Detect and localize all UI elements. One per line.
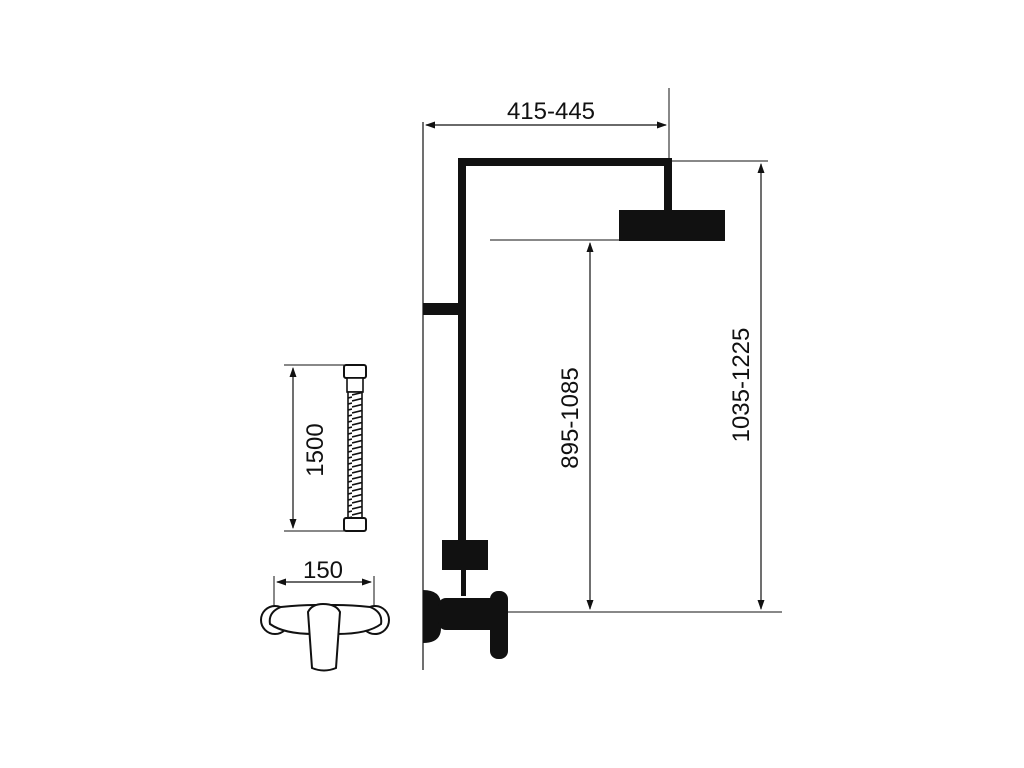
shower-column — [422, 122, 725, 670]
hose-top-ferrule — [346, 377, 364, 393]
lever-handle — [306, 602, 342, 672]
arm-reach-label: 415-445 — [507, 98, 595, 125]
hose-top-nut — [343, 364, 367, 379]
shower-arm — [458, 158, 672, 166]
head-height-label: 895-1085 — [557, 367, 584, 468]
arm-reach-dimension: 415-445 — [425, 88, 670, 158]
mixer-spacing-label: 150 — [303, 557, 343, 584]
head-height-dimension: 895-1085 — [490, 239, 619, 610]
mixer-flange — [423, 590, 441, 643]
rain-shower-head — [619, 210, 725, 241]
diverter-block — [442, 540, 488, 570]
mixer-handle — [490, 591, 508, 659]
total-height-label: 1035-1225 — [728, 328, 755, 443]
mixer-body — [438, 598, 500, 630]
wall-mixer — [423, 590, 508, 659]
hose-length-label: 1500 — [302, 423, 329, 476]
arm-drop — [664, 158, 672, 212]
wall-bracket — [423, 303, 466, 315]
mixer-top-view: 150 — [260, 557, 390, 672]
riser-pipe — [458, 158, 466, 542]
shower-hose: 1500 — [284, 364, 367, 532]
riser-lower — [461, 570, 466, 596]
hose-body — [347, 391, 363, 519]
total-height-dimension: 1035-1225 — [508, 160, 782, 613]
hose-bottom-nut — [343, 517, 367, 532]
